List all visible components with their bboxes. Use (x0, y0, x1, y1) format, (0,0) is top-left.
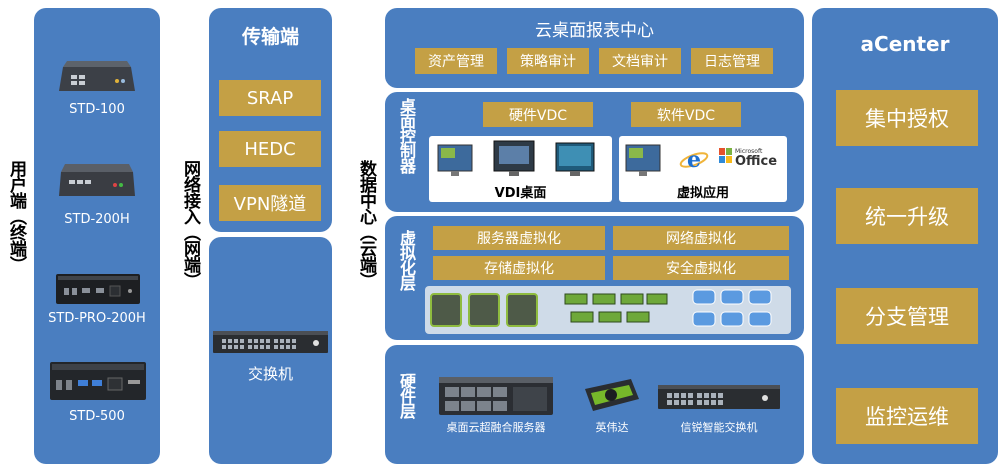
report-item-log: 日志管理 (691, 48, 773, 74)
virtualization-image-strip (425, 286, 791, 334)
server-virtualization: 服务器虚拟化 (433, 226, 605, 250)
terminal-std-200h-image (59, 164, 135, 196)
office-small-text: Microsoft (735, 148, 763, 155)
smart-switch-label: 信锐智能交换机 (680, 421, 758, 434)
report-item-policy: 策略审计 (507, 48, 589, 74)
transport-title: 传输端 (241, 26, 299, 48)
virtual-app-box: e Microsoft Office 虚拟应用 (619, 136, 787, 202)
gpu-label: 英伟达 (595, 421, 629, 434)
transport-panel: 传输端 SRAP HEDC VPN隧道 (209, 8, 332, 232)
hardware-title: 硬件层 (397, 373, 417, 422)
report-center-panel: 云桌面报表中心 资产管理 策略审计 文档审计 日志管理 (385, 8, 804, 88)
virtual-title: 虚拟化层 (397, 230, 417, 294)
app-screen-icon (625, 144, 661, 176)
cloud-side-label-text: 数据中心（云端） (356, 160, 376, 288)
office-big-text: Office (735, 154, 778, 169)
security-virtualization: 安全虚拟化 (613, 256, 789, 280)
controller-title-text: 桌面控制器 (397, 98, 416, 173)
vdi-screen-1-icon (437, 144, 473, 176)
transport-item-hedc: HEDC (219, 131, 321, 167)
server-image (439, 377, 553, 415)
hardware-title-text: 硬件层 (397, 373, 416, 418)
cloud-side-label: 数据中心（云端） (356, 160, 376, 288)
office-logo-icon (719, 148, 732, 163)
vdi-screen-2-icon (493, 140, 535, 176)
network-chips-icon (564, 293, 668, 323)
server-label: 桌面云超融合服务器 (446, 421, 546, 434)
report-item-asset: 资产管理 (415, 48, 497, 74)
hardware-vdc-label: 硬件VDC (483, 102, 593, 127)
svg-text:e: e (687, 147, 701, 173)
controller-title: 桌面控制器 (397, 98, 417, 177)
gpu-image (585, 379, 639, 411)
virtual-app-label: 虚拟应用 (676, 186, 729, 201)
storage-virtualization: 存储虚拟化 (433, 256, 605, 280)
switch-image (213, 331, 328, 353)
software-vdc-label: 软件VDC (631, 102, 741, 127)
storage-disks-icon (692, 289, 772, 327)
user-terminal-panel: STD-100 STD-200H STD-PRO-200H STD-500 (34, 8, 160, 464)
hardware-panel: 硬件层 桌面云超融合服务器 英伟达 信锐智能 (385, 345, 804, 464)
terminal-std-pro-200h-label: STD-PRO-200H (48, 311, 146, 326)
ie-browser-icon: e (679, 147, 709, 173)
network-side-label: 网络接入（网端） (180, 160, 200, 288)
desktop-controller-panel: 桌面控制器 硬件VDC 软件VDC VDI桌面 e (385, 92, 804, 212)
transport-item-vpn: VPN隧道 (219, 185, 321, 221)
virtualization-panel: 虚拟化层 服务器虚拟化 网络虚拟化 存储虚拟化 安全虚拟化 (385, 216, 804, 340)
report-item-doc: 文档审计 (599, 48, 681, 74)
acenter-item-monitor: 监控运维 (836, 388, 978, 444)
network-virtualization: 网络虚拟化 (613, 226, 789, 250)
terminal-std-200h-label: STD-200H (64, 212, 130, 227)
report-center-title: 云桌面报表中心 (535, 21, 654, 41)
network-side-label-text: 网络接入（网端） (180, 160, 200, 288)
terminal-std-500-image (50, 362, 146, 400)
vdi-screen-3-icon (555, 142, 595, 176)
smart-switch-image (658, 385, 780, 409)
virtual-title-text: 虚拟化层 (397, 230, 416, 290)
acenter-title: aCenter (860, 32, 950, 56)
user-side-label: 用户端（终端） (6, 160, 26, 272)
acenter-item-branch: 分支管理 (836, 288, 978, 344)
switch-panel: 交换机 (209, 237, 332, 464)
vdi-desktop-label: VDI桌面 (494, 186, 547, 201)
terminal-std-100-label: STD-100 (69, 102, 125, 117)
transport-item-srap: SRAP (219, 80, 321, 116)
acenter-panel: aCenter 集中授权 统一升级 分支管理 监控运维 (812, 8, 998, 464)
terminal-std-100-image (59, 61, 135, 91)
vdi-desktop-box: VDI桌面 (429, 136, 612, 202)
user-side-label-text: 用户端（终端） (6, 160, 26, 272)
acenter-item-license: 集中授权 (836, 90, 978, 146)
acenter-item-upgrade: 统一升级 (836, 188, 978, 244)
terminal-std-500-label: STD-500 (69, 409, 125, 424)
vm-cards-icon (430, 293, 538, 327)
switch-label: 交换机 (247, 365, 293, 383)
terminal-std-pro-200h-image (56, 274, 140, 304)
